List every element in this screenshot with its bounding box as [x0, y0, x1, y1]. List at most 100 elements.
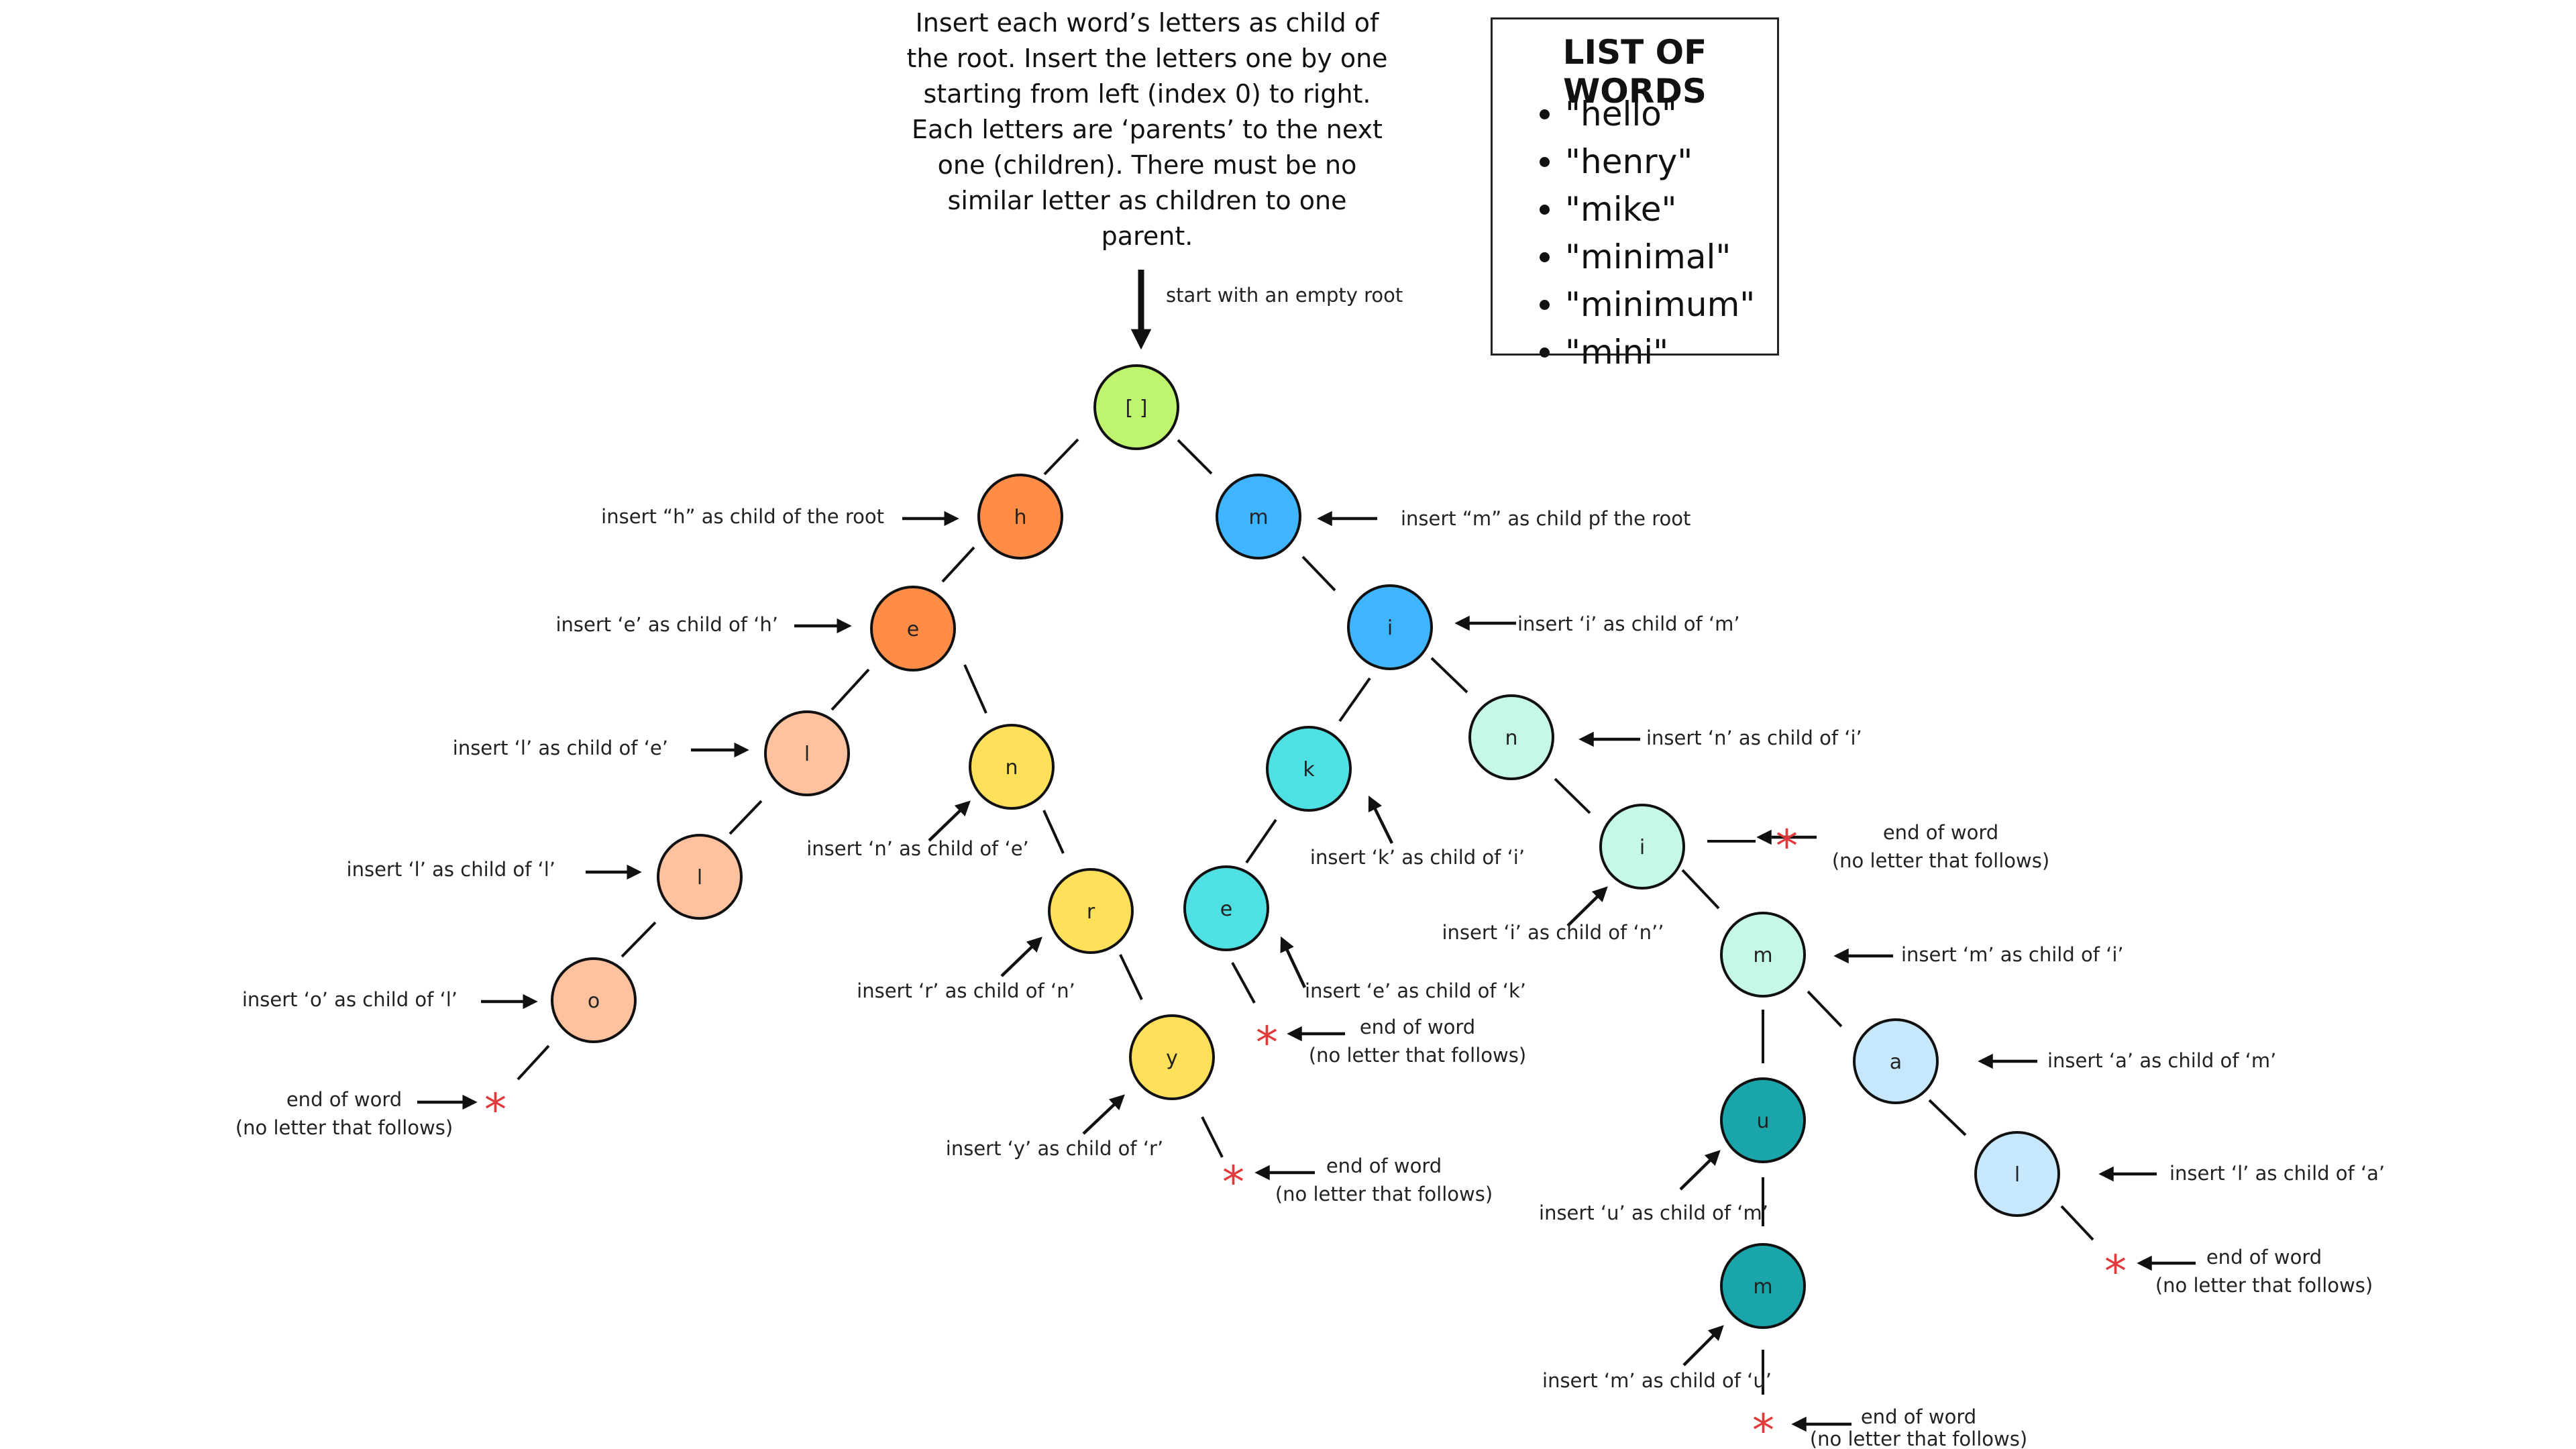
edge-i-k	[1338, 677, 1371, 722]
edge-i-n	[1430, 657, 1468, 694]
node-a	[1853, 1018, 1939, 1104]
node-letter: h	[1014, 506, 1026, 529]
arrow-m3	[1682, 1325, 1724, 1366]
edge-y-end	[1201, 1116, 1224, 1158]
insert-label-m: insert “m” as child pf the root	[1401, 507, 1690, 530]
intro-line: Each letters are ‘parents’ to the next	[912, 115, 1383, 144]
end-of-word-note: (no letter that follows)	[1832, 849, 2049, 872]
insert-label-l: insert ‘l’ as child of ‘l’	[347, 858, 555, 881]
node-letter: r	[1087, 900, 1095, 924]
insert-annotations: insert “h” as child of the root insert “…	[242, 505, 2385, 1392]
intro-line: similar letter as children to one	[947, 186, 1347, 215]
end-of-word-label: end of word	[1861, 1405, 1976, 1428]
end-of-word-note: (no letter that follows)	[2155, 1274, 2373, 1297]
insert-label-n: insert ‘n’ as child of ‘e’	[806, 837, 1029, 860]
end-of-word-label: end of word	[1326, 1155, 1442, 1177]
edge-n-i	[1554, 777, 1591, 814]
node-y	[1129, 1014, 1215, 1100]
node-letter: m	[1248, 506, 1268, 529]
trie-nodes	[551, 364, 2060, 1329]
word-list-title: LIST OF WORDS	[1562, 33, 1707, 111]
root-label: start with an empty root	[1166, 284, 1403, 307]
end-of-word-note: (no letter that follows)	[1309, 1044, 1526, 1067]
node-i	[1347, 584, 1433, 670]
node-letter: l	[697, 866, 702, 890]
end-of-word-star: *	[484, 1084, 506, 1136]
insert-label-r: insert ‘r’ as child of ‘n’	[857, 979, 1075, 1002]
arrow-i2	[1566, 886, 1608, 927]
node-n	[1468, 694, 1554, 780]
word-list: "hello" "henry" "mike" "minimal" "minimu…	[1540, 91, 1755, 376]
word-list-item: "minimum"	[1540, 281, 1755, 329]
annotation-arrows	[417, 511, 2196, 1432]
node-letter: y	[1166, 1046, 1178, 1070]
edge-a-l	[1928, 1099, 1967, 1136]
edge-e-end	[1231, 962, 1256, 1004]
end-of-word-star: *	[1752, 1405, 1774, 1449]
node-letter: n	[1505, 727, 1517, 750]
insert-label-o: insert ‘o’ as child of ‘l’	[242, 988, 458, 1011]
end-of-word-star: *	[1776, 820, 1798, 872]
intro-line: the root. Insert the letters one by one	[906, 44, 1388, 73]
arrow-r	[1000, 936, 1042, 977]
insert-label-m: insert ‘m’ as child of ‘u’	[1542, 1369, 1772, 1392]
node-i	[1599, 804, 1685, 890]
edge-l-o	[621, 921, 657, 958]
edge-l-l	[729, 800, 763, 835]
node-u	[1720, 1077, 1806, 1163]
end-of-word-note: (no letter that follows)	[1810, 1428, 2027, 1449]
insert-label-k: insert ‘k’ as child of ‘i’	[1310, 846, 1525, 869]
intro-line: parent.	[1101, 221, 1193, 251]
node-r	[1048, 868, 1134, 954]
node-letter: u	[1756, 1110, 1769, 1133]
node-letter: i	[1387, 616, 1393, 640]
arrow-n1	[928, 800, 971, 842]
tree-edges	[517, 438, 2094, 1395]
edge-k-e	[1245, 818, 1277, 864]
intro-line: one (children). There must be no	[937, 150, 1357, 180]
end-of-word-star: *	[1222, 1157, 1244, 1208]
edge-h-e	[941, 546, 975, 583]
node-letter: k	[1303, 758, 1315, 782]
node-letter: i	[1640, 836, 1645, 859]
node-letter: o	[588, 989, 600, 1013]
word-list-item: "mini"	[1540, 329, 1755, 376]
insert-label-e: insert ‘e’ as child of ‘k’	[1305, 979, 1526, 1002]
node-letter: e	[1220, 898, 1232, 921]
node-e	[1183, 865, 1269, 951]
insert-label-i: insert ‘i’ as child of ‘m’	[1517, 612, 1740, 635]
insert-label-m: insert ‘m’ as child of ‘i’	[1901, 943, 2124, 966]
trie-node-letters: [ ] h e l l o n r y m i k e n i m a l u …	[588, 396, 2020, 1299]
arrow-k	[1368, 795, 1394, 844]
intro-text: Insert each word’s letters as child of t…	[892, 5, 1402, 254]
edge-n-r	[1042, 810, 1065, 854]
edge-o-end	[517, 1044, 550, 1081]
edge-e-n	[963, 664, 987, 714]
end-of-word-star: *	[2104, 1246, 2127, 1297]
insert-label-l: insert ‘l’ as child of ‘a’	[2169, 1162, 2385, 1185]
node-m	[1720, 912, 1806, 998]
word-list-item: "henry"	[1540, 138, 1755, 186]
node-h	[977, 474, 1063, 559]
node-k	[1266, 726, 1352, 812]
edge-m-a	[1807, 990, 1843, 1028]
node-n	[969, 724, 1055, 810]
edge-m-i	[1301, 555, 1336, 592]
arrow-u	[1679, 1150, 1721, 1191]
end-of-word-label: end of word	[1360, 1016, 1475, 1038]
end-of-word-label: end of word	[2206, 1246, 2322, 1269]
node-letter: n	[1005, 756, 1018, 780]
node-letter: [ ]	[1126, 396, 1148, 420]
arrow-y	[1082, 1094, 1125, 1135]
word-list-item: "mike"	[1540, 186, 1755, 233]
insert-label-i: insert ‘i’ as child of ‘n’’	[1442, 921, 1664, 944]
node-m	[1216, 474, 1301, 559]
node-l	[657, 834, 743, 920]
end-of-word-note: (no letter that follows)	[1275, 1183, 1493, 1205]
end-of-word-label: end of word	[286, 1088, 402, 1111]
edge-l-end	[2060, 1205, 2094, 1241]
node-letter: a	[1890, 1051, 1902, 1074]
arrow-e2	[1280, 936, 1307, 988]
insert-label-l: insert ‘l’ as child of ‘e’	[453, 737, 668, 759]
